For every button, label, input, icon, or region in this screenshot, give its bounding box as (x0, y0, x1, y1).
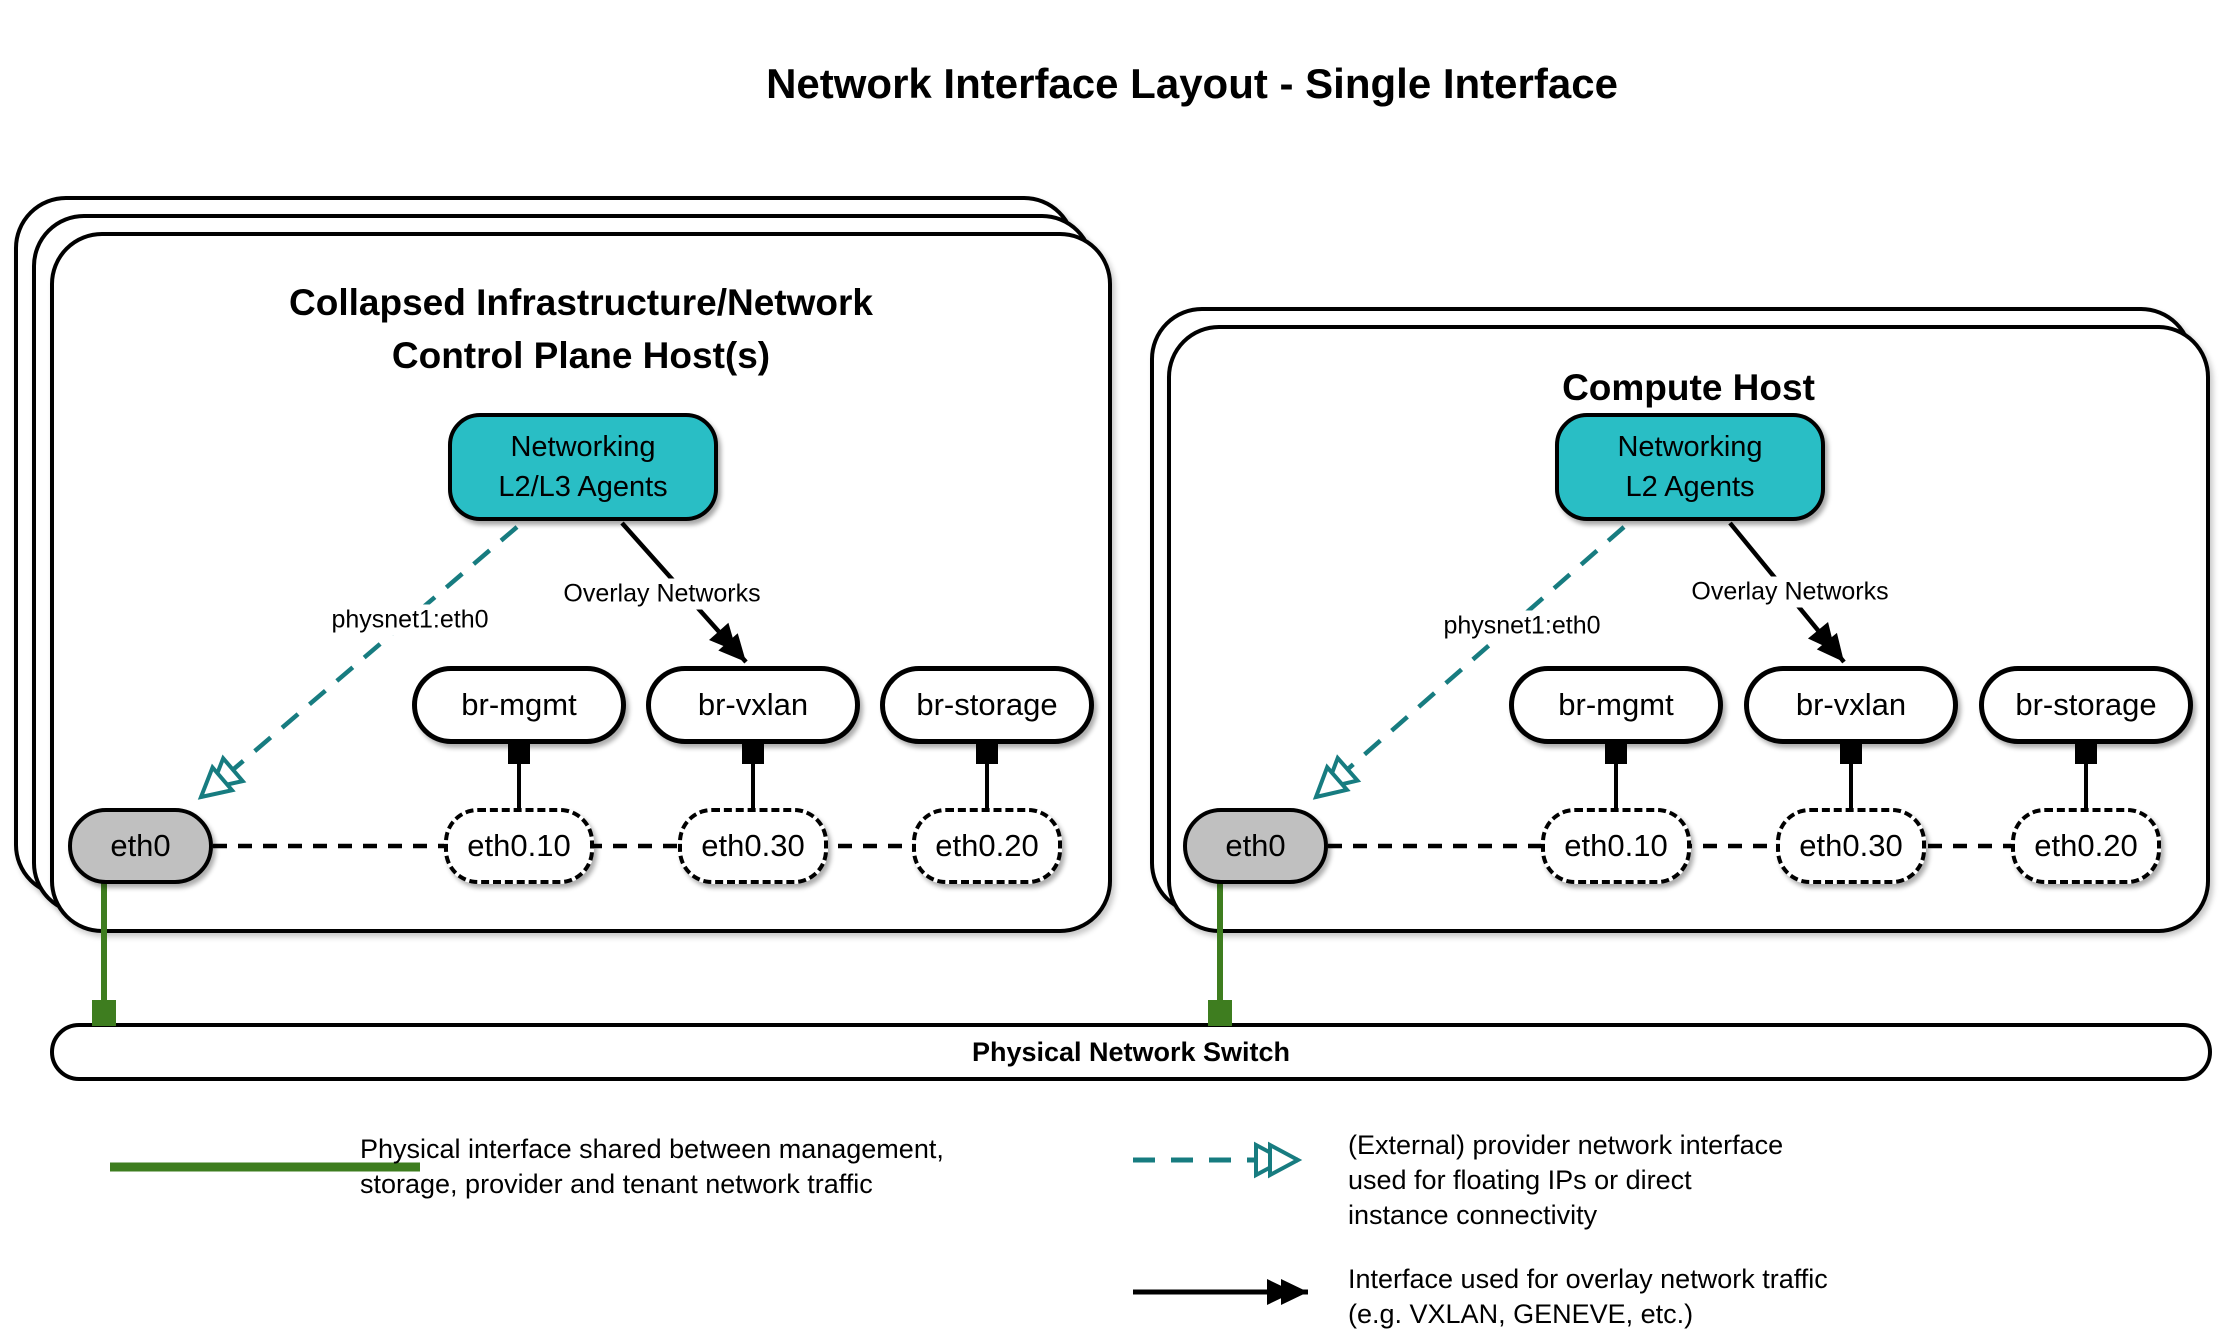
bridge-br-vxlan-control: br-vxlan (646, 666, 860, 744)
bridge-br-storage-control: br-storage (880, 666, 1094, 744)
physnet-label-control: physnet1:eth0 (325, 604, 495, 636)
compute-agents-line2: L2 Agents (1625, 471, 1755, 503)
switch-label: Physical Network Switch (971, 1036, 1291, 1067)
bridge-label: br-mgmt (1558, 687, 1674, 722)
nic-label: eth0 (1225, 828, 1286, 863)
legend-provider-line3: instance connectivity (1348, 1200, 1598, 1230)
control-host-title: Collapsed Infrastructure/Network Control… (54, 276, 1108, 382)
legend-provider-line1: (External) provider network interface (1348, 1130, 1784, 1160)
vlan-eth0-30-compute: eth0.30 (1776, 808, 1926, 884)
bridge-label: br-vxlan (697, 687, 809, 722)
compute-host-title: Compute Host (1562, 367, 1815, 408)
overlay-label-compute: Overlay Networks (1685, 576, 1895, 608)
bridge-br-vxlan-compute: br-vxlan (1744, 666, 1958, 744)
control-host-title-line1: Collapsed Infrastructure/Network (289, 282, 873, 323)
control-host-title-line2: Control Plane Host(s) (391, 335, 771, 376)
bridge-port-square-compute-2 (1840, 742, 1862, 764)
vlan-eth0-10-control: eth0.10 (444, 808, 594, 884)
bridge-br-storage-compute: br-storage (1979, 666, 2193, 744)
control-agents-line2: L2/L3 Agents (498, 471, 668, 503)
provider-arrow-control (197, 525, 519, 800)
bridge-port-square-compute-3 (2075, 742, 2097, 764)
provider-arrow-compute (1312, 525, 1626, 800)
vlan-label: eth0.30 (1799, 828, 1903, 863)
page-title: Network Interface Layout - Single Interf… (766, 60, 1618, 107)
bridge-label: br-mgmt (461, 687, 577, 722)
switch-port-square-compute (1208, 1000, 1232, 1026)
compute-agents-node: Networking L2 Agents (1555, 413, 1825, 521)
legend-overlay-line1: Interface used for overlay network traff… (1348, 1264, 1828, 1294)
vlan-label: eth0.30 (701, 828, 805, 863)
vlan-label: eth0.20 (2034, 828, 2138, 863)
physical-network-switch: Physical Network Switch (50, 1023, 2212, 1081)
switch-port-square-control (92, 1000, 116, 1026)
physnet-label-compute: physnet1:eth0 (1437, 610, 1607, 642)
vlan-eth0-20-control: eth0.20 (912, 808, 1062, 884)
control-agents-node: Networking L2/L3 Agents (448, 413, 718, 521)
bridge-label: br-storage (2015, 687, 2157, 722)
legend-physical-line2: storage, provider and tenant network tra… (360, 1169, 873, 1199)
bridge-port-square-control-3 (976, 742, 998, 764)
bridge-port-square-control-2 (742, 742, 764, 764)
compute-agents-line1: Networking (1617, 431, 1763, 463)
bridge-port-square-control-1 (508, 742, 530, 764)
vlan-eth0-20-compute: eth0.20 (2011, 808, 2161, 884)
control-agents-line1: Networking (510, 431, 656, 463)
legend-provider-text: (External) provider network interface us… (1348, 1128, 1783, 1233)
bridge-br-mgmt-compute: br-mgmt (1509, 666, 1723, 744)
legend-overlay-line2: (e.g. VXLAN, GENEVE, etc.) (1348, 1299, 1694, 1329)
vlan-eth0-30-control: eth0.30 (678, 808, 828, 884)
legend-physical-text: Physical interface shared between manage… (360, 1132, 944, 1202)
bridge-label: br-vxlan (1795, 687, 1907, 722)
bridge-port-square-compute-1 (1605, 742, 1627, 764)
vlan-eth0-10-compute: eth0.10 (1541, 808, 1691, 884)
bridge-label: br-storage (916, 687, 1058, 722)
legend-overlay-text: Interface used for overlay network traff… (1348, 1262, 1828, 1332)
vlan-label: eth0.10 (467, 828, 571, 863)
legend-provider-line2: used for floating IPs or direct (1348, 1165, 1692, 1195)
nic-label: eth0 (110, 828, 171, 863)
overlay-label-control: Overlay Networks (557, 578, 767, 610)
vlan-label: eth0.20 (935, 828, 1039, 863)
legend-physical-line1: Physical interface shared between manage… (360, 1134, 944, 1164)
bridge-br-mgmt-control: br-mgmt (412, 666, 626, 744)
nic-eth0-control: eth0 (68, 808, 213, 884)
nic-eth0-compute: eth0 (1183, 808, 1328, 884)
vlan-label: eth0.10 (1564, 828, 1668, 863)
